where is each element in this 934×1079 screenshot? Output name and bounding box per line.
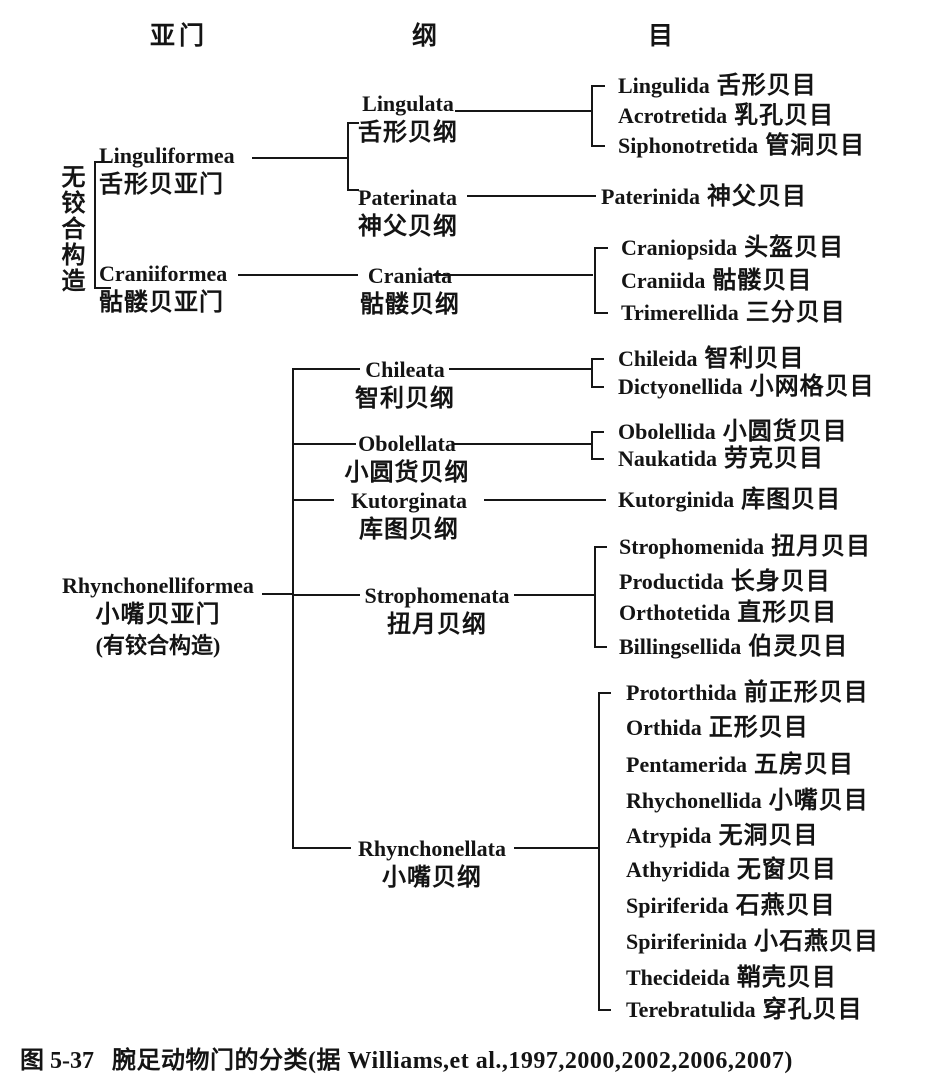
rhynchonellata-orders-bracket (598, 692, 611, 1011)
obolellata-orders-bracket (591, 431, 604, 460)
chileata-orders-bracket (591, 358, 604, 388)
inarticulate-side-label: 无铰合构造 (57, 164, 83, 294)
class-label-lingulata: Lingulata 舌形贝纲 (358, 91, 458, 147)
craniata-orders-bracket (594, 247, 608, 314)
strophomenata-orders-bracket (594, 546, 607, 648)
class-label-chileata: Chileata 智利贝纲 (355, 357, 455, 413)
inarticulate-bracket (94, 161, 111, 289)
class-label-paterinata: Paterinata 神父贝纲 (358, 185, 458, 241)
subphylum-label-linguliformea: Linguliformea 舌形贝亚门 (99, 143, 235, 199)
figure-caption-text: 腕足动物门的分类(据 Williams,et al.,1997,2000,200… (112, 1048, 793, 1074)
column-header-class: 纲 (412, 23, 442, 50)
articulate-note: (有铰合构造) (95, 633, 221, 658)
column-header-order: 目 (648, 23, 678, 50)
figure-caption: 图 5-37 腕足动物门的分类(据 Williams,et al.,1997,20… (20, 1040, 793, 1075)
class-label-rhynchonellata: Rhynchonellata 小嘴贝纲 (358, 836, 506, 892)
lingulata-paterinata-bracket (347, 122, 359, 191)
class-label-obolellata: Obolellata 小圆货贝纲 (344, 431, 470, 487)
subphylum-label-craniiformea: Craniiformea 骷髅贝亚门 (99, 261, 228, 317)
figure-number: 图 5-37 (20, 1048, 94, 1074)
class-label-strophomenata: Strophomenata 扭月贝纲 (364, 583, 510, 639)
column-header-subphylum: 亚门 (150, 23, 209, 50)
rhynchonelliformea-trunk (292, 368, 360, 849)
lingulata-orders-bracket (591, 85, 605, 147)
class-label-kutorginata: Kutorginata 库图贝纲 (350, 488, 468, 544)
class-label-craniata: Craniata 骷髅贝纲 (360, 263, 460, 319)
subphylum-label-rhynchonelliformea: Rhynchonelliformea 小嘴贝亚门 (有铰合构造) (52, 574, 264, 659)
